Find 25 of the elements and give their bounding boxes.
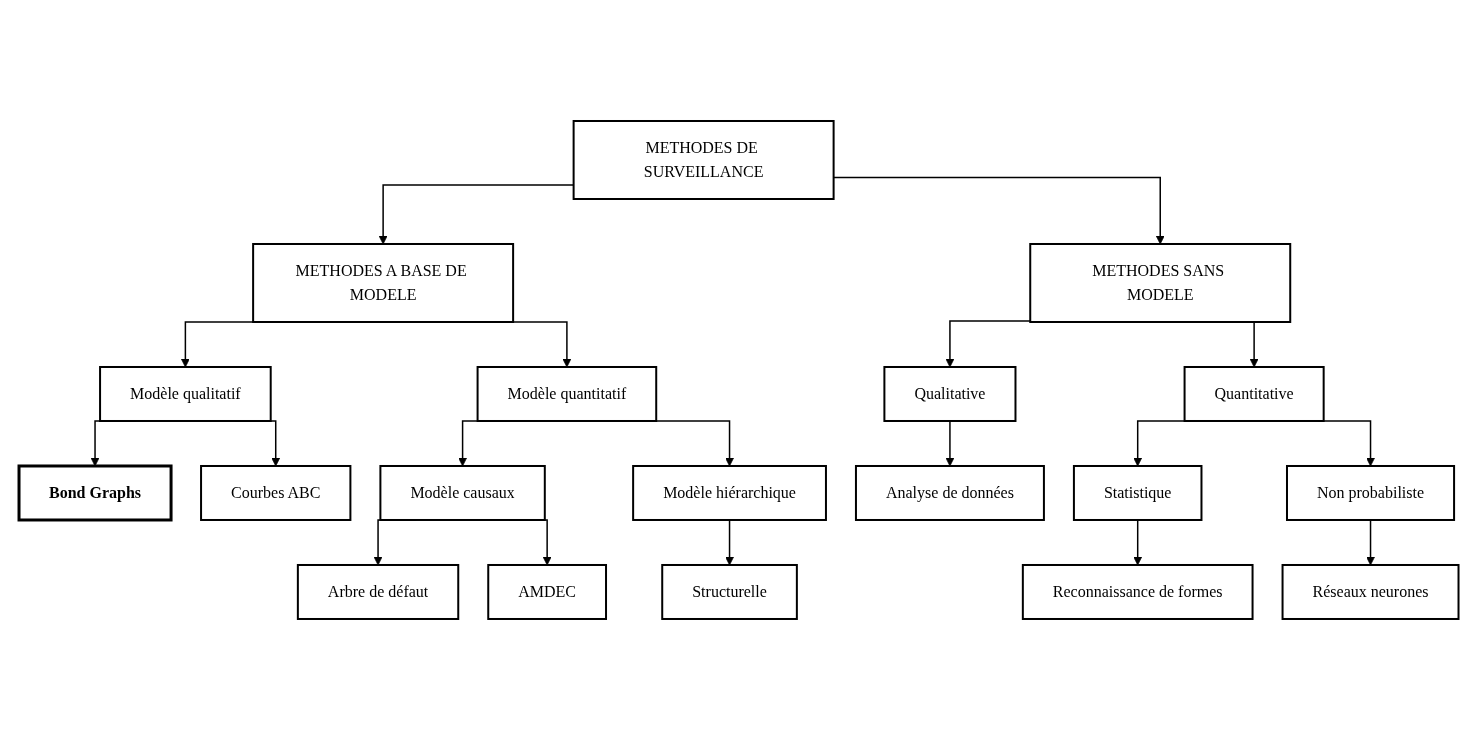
node-box: Non probabiliste bbox=[1285, 465, 1455, 521]
node-box: Quantitative bbox=[1183, 366, 1325, 422]
arrow bbox=[724, 519, 734, 566]
node-box: Analyse de données bbox=[854, 465, 1045, 521]
node-box: Bond Graphs bbox=[17, 464, 173, 522]
node-box: Arbre de défaut bbox=[296, 564, 459, 620]
node-box: AMDEC bbox=[487, 564, 607, 620]
arrow bbox=[945, 320, 1031, 368]
arrow bbox=[654, 420, 734, 467]
arrow bbox=[1133, 519, 1142, 566]
node-box: METHODES DE SURVEILLANCE bbox=[572, 120, 835, 200]
node-box: Reconnaissance de formes bbox=[1021, 564, 1254, 620]
node-box: Courbes ABC bbox=[199, 465, 352, 521]
arrow bbox=[945, 420, 955, 467]
node-box: Qualitative bbox=[883, 366, 1017, 422]
node-box: Modèle qualitatif bbox=[98, 366, 272, 422]
node-box: Statistique bbox=[1072, 465, 1203, 521]
node-box: Réseaux neurones bbox=[1281, 564, 1460, 620]
node-box: Structurelle bbox=[660, 564, 798, 620]
node-box: METHODES SANS MODELE bbox=[1028, 243, 1291, 323]
node-box: Modèle hiérarchique bbox=[631, 465, 827, 521]
arrow bbox=[1365, 519, 1375, 566]
node-box: Modèle quantitatif bbox=[476, 366, 657, 422]
node-box: Modèle causaux bbox=[379, 465, 546, 521]
node-box: METHODES A BASE DE MODELE bbox=[251, 243, 514, 323]
